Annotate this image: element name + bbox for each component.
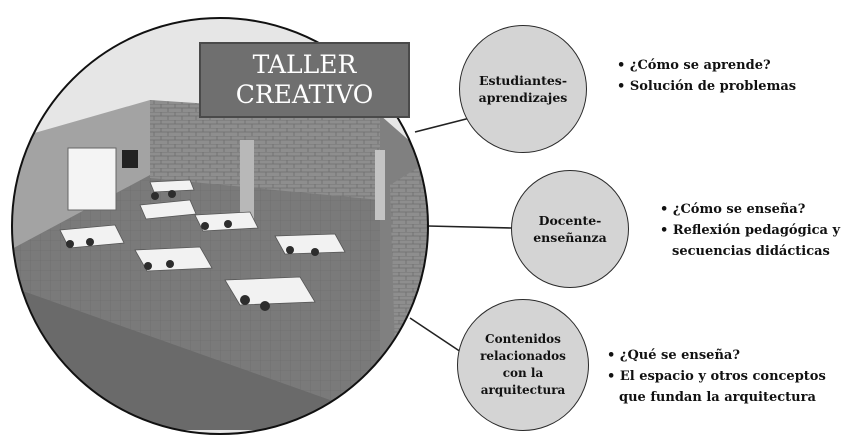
bullet-list-docente: • ¿Cómo se enseña? • Reflexión pedagógic… [660,199,840,262]
node-label-line: con la [502,366,544,380]
node-label-line: aprendizajes [478,90,568,105]
bullet-list-estudiantes: • ¿Cómo se aprende? • Solución de proble… [617,55,796,97]
whiteboard [67,147,117,211]
bullet-item: • ¿Cómo se enseña? [660,202,806,217]
bullet-list-contenidos: • ¿Qué se enseña? • El espacio y otros c… [607,345,826,408]
connector-line-1 [414,117,471,133]
node-label-line: arquitectura [480,383,566,397]
screen [122,150,138,168]
bullet-item-continuation: que fundan la arquitectura [619,390,816,405]
connector-line-2 [427,225,513,229]
title-line-1: TALLER [252,50,357,79]
node-label-line: Estudiantes- [478,73,568,88]
bullet-item: • Solución de problemas [617,79,797,94]
bullet-item: • ¿Cómo se aprende? [617,58,771,73]
classroom-frame [11,17,429,435]
bullet-item: • ¿Qué se enseña? [607,348,740,363]
node-docente: Docente- enseñanza [511,170,629,288]
bullet-item: • Reflexión pedagógica y [660,223,841,238]
node-label-line: enseñanza [533,230,607,245]
title-box: TALLER CREATIVO [199,42,410,118]
title-line-2: CREATIVO [235,80,374,109]
node-estudiantes: Estudiantes- aprendizajes [459,25,587,153]
node-contenidos: Contenidos relacionados con la arquitect… [457,299,589,431]
bullet-item-continuation: secuencias didácticas [672,244,830,259]
node-label-line: relacionados [480,349,566,363]
bullet-item: • El espacio y otros conceptos [607,369,826,384]
node-label-line: Contenidos [485,332,561,346]
node-label-line: Docente- [538,213,602,228]
